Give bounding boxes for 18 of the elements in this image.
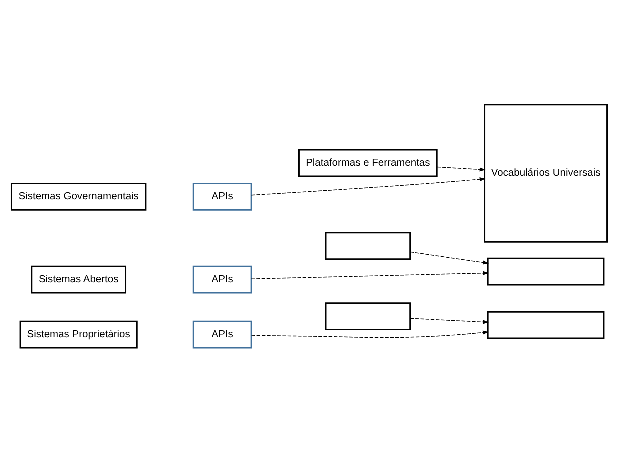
arrow xyxy=(251,330,489,338)
node-box: Vocabulários Universais xyxy=(484,104,608,242)
node-box xyxy=(487,257,605,286)
node-box: Sistemas Governamentais xyxy=(11,182,147,210)
arrow xyxy=(410,251,490,264)
arrow xyxy=(410,318,490,324)
node-box: Plataformas e Ferramentas xyxy=(298,148,438,177)
node-box: Sistemas Proprietários xyxy=(20,320,138,348)
node-box: APIs xyxy=(192,320,252,348)
node-box: Sistemas Abertos xyxy=(31,265,126,294)
node-box xyxy=(487,310,605,339)
arrow xyxy=(437,166,486,172)
node-box: APIs xyxy=(192,182,252,210)
arrow xyxy=(251,270,490,280)
node-box: APIs xyxy=(192,265,252,294)
arrow xyxy=(251,176,486,196)
node-box xyxy=(325,302,412,330)
node-box xyxy=(325,232,412,260)
